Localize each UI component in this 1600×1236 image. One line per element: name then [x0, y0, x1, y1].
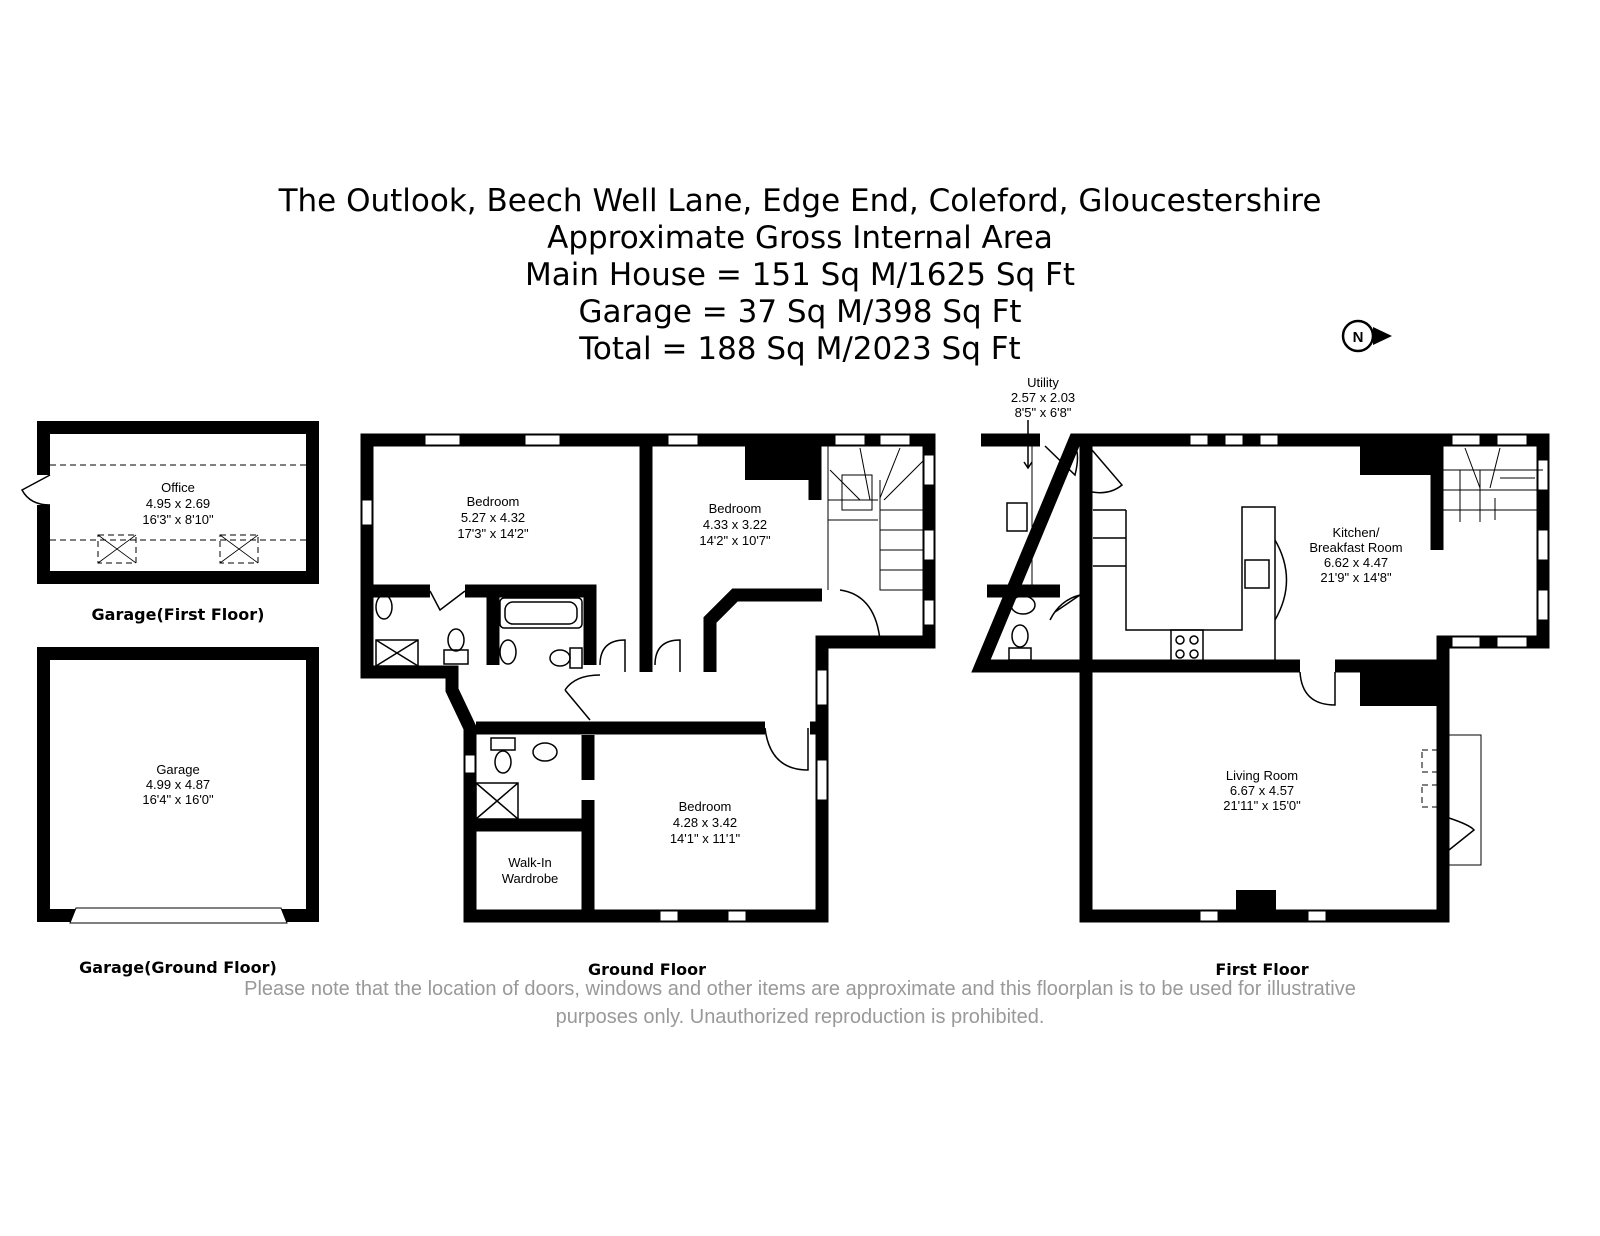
property-address: The Outlook, Beech Well Lane, Edge End, … — [278, 183, 1322, 219]
svg-text:Garage: Garage — [156, 762, 199, 777]
svg-text:Living Room: Living Room — [1226, 768, 1298, 783]
svg-text:Bedroom: Bedroom — [679, 799, 732, 814]
garage-ground-floor-plan: Garage 4.99 x 4.87 16'4" x 16'0" Garage(… — [37, 647, 319, 977]
svg-text:Kitchen/: Kitchen/ — [1333, 525, 1380, 540]
svg-text:4.28 x 3.42: 4.28 x 3.42 — [673, 815, 737, 830]
svg-text:Wardrobe: Wardrobe — [502, 871, 559, 886]
svg-text:Bedroom: Bedroom — [709, 501, 762, 516]
svg-text:5.27 x 4.32: 5.27 x 4.32 — [461, 510, 525, 525]
svg-text:21'11" x 15'0": 21'11" x 15'0" — [1223, 798, 1301, 813]
svg-text:Walk-In: Walk-In — [508, 855, 552, 870]
room-imperial: 16'3" x 8'10" — [142, 512, 214, 527]
header: The Outlook, Beech Well Lane, Edge End, … — [0, 183, 1600, 368]
svg-text:8'5" x 6'8": 8'5" x 6'8" — [1015, 405, 1072, 420]
room-name: Office — [161, 480, 195, 495]
svg-text:6.67 x 4.57: 6.67 x 4.57 — [1230, 783, 1294, 798]
svg-text:21'9" x 14'8": 21'9" x 14'8" — [1320, 570, 1392, 585]
svg-text:14'2" x 10'7": 14'2" x 10'7" — [699, 533, 771, 548]
total-area: Total = 188 Sq M/2023 Sq Ft — [579, 331, 1021, 367]
svg-text:2.57 x 2.03: 2.57 x 2.03 — [1011, 390, 1075, 405]
north-arrow-icon: N — [1341, 319, 1392, 353]
svg-text:N: N — [1353, 329, 1364, 346]
garage-first-floor-plan: Office 4.95 x 2.69 16'3" x 8'10" Garage(… — [20, 421, 319, 624]
disclaimer-line: Please note that the location of doors, … — [244, 978, 1356, 1000]
svg-text:Utility: Utility — [1027, 375, 1059, 390]
svg-text:Bedroom: Bedroom — [467, 494, 520, 509]
svg-text:First Floor: First Floor — [1215, 960, 1308, 979]
room-metric: 4.95 x 2.69 — [146, 496, 210, 511]
svg-text:Ground Floor: Ground Floor — [588, 960, 706, 979]
svg-text:4.99 x 4.87: 4.99 x 4.87 — [146, 777, 210, 792]
floor-label: Garage(First Floor) — [92, 605, 265, 624]
garage-area: Garage = 37 Sq M/398 Sq Ft — [578, 294, 1022, 330]
first-floor-plan: Utility 2.57 x 2.03 8'5" x 6'8" Kitchen/… — [971, 375, 1550, 979]
main-house-area: Main House = 151 Sq M/1625 Sq Ft — [524, 257, 1076, 293]
area-heading: Approximate Gross Internal Area — [547, 220, 1053, 256]
svg-text:14'1" x 11'1": 14'1" x 11'1" — [670, 831, 741, 846]
disclaimer-line: purposes only. Unauthorized reproduction… — [555, 1006, 1045, 1028]
svg-text:17'3" x 14'2": 17'3" x 14'2" — [457, 526, 529, 541]
svg-text:Breakfast Room: Breakfast Room — [1309, 540, 1402, 555]
svg-text:16'4" x 16'0": 16'4" x 16'0" — [142, 792, 214, 807]
svg-text:6.62 x 4.47: 6.62 x 4.47 — [1324, 555, 1388, 570]
svg-text:4.33 x 3.22: 4.33 x 3.22 — [703, 517, 767, 532]
ground-floor-plan: Bedroom 5.27 x 4.32 17'3" x 14'2" Bedroo… — [360, 433, 936, 979]
svg-text:Garage(Ground Floor): Garage(Ground Floor) — [79, 958, 277, 977]
disclaimer: Please note that the location of doors, … — [150, 975, 1450, 1031]
